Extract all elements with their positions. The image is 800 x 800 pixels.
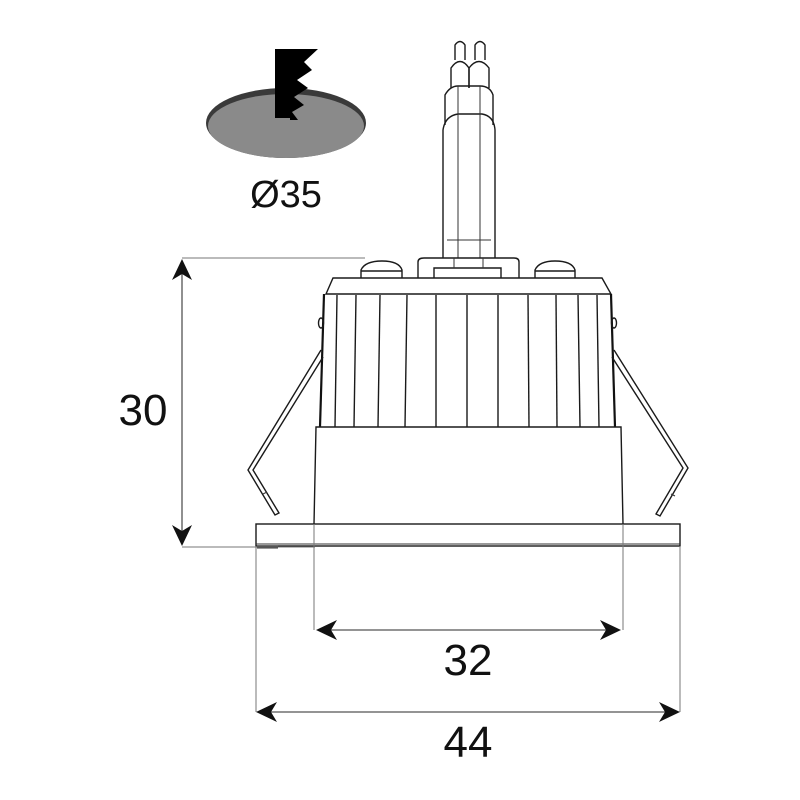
spring-clip-left xyxy=(247,349,324,516)
trim-width-dimension-label: 44 xyxy=(444,718,493,767)
cutout-diameter-label: Ø35 xyxy=(250,174,322,216)
trim-width-dimension xyxy=(255,546,681,722)
body-width-dimension xyxy=(313,524,624,640)
cable-pair xyxy=(442,40,496,258)
cutout-icon xyxy=(206,49,366,158)
lens-housing xyxy=(313,426,624,525)
trim-flange xyxy=(255,523,681,549)
height-dimension-label: 30 xyxy=(119,386,168,435)
body-width-dimension-label: 32 xyxy=(444,636,493,685)
spring-clip-right xyxy=(611,349,689,517)
screw-right xyxy=(534,260,576,278)
cutout-disc xyxy=(208,94,364,158)
jigsaw-blade-icon xyxy=(275,49,318,120)
height-dimension xyxy=(172,257,365,548)
screw-left xyxy=(360,260,403,278)
heatsink-fins xyxy=(317,293,618,428)
heatsink-top-plate xyxy=(324,277,613,295)
terminal-block xyxy=(417,257,520,278)
